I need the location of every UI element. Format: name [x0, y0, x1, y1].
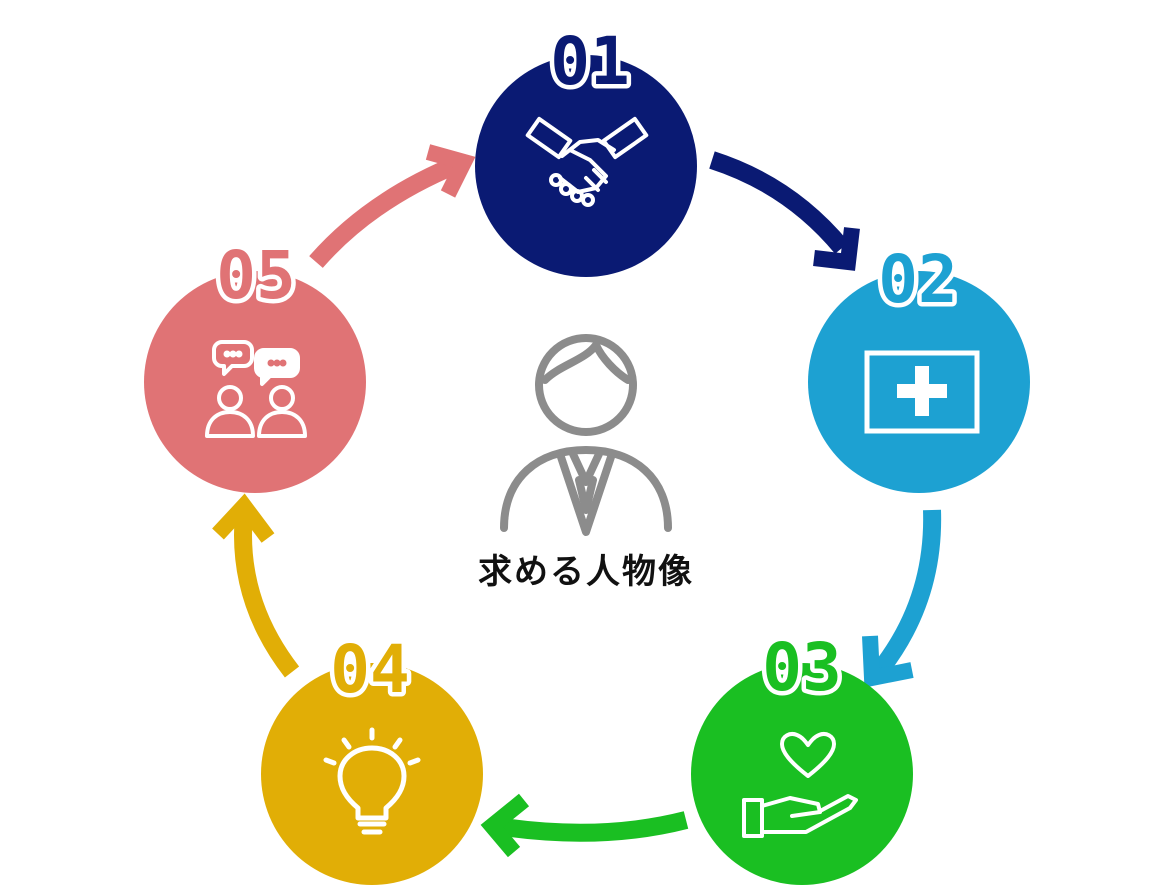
step-02-number: 02: [878, 241, 957, 318]
step-01-number: 01: [550, 23, 629, 100]
center-label: 求める人物像: [478, 552, 694, 592]
arrow-04-to-05: [212, 493, 300, 678]
step-04: 04: [261, 627, 483, 885]
step-05-number: 05: [216, 237, 295, 314]
step-04-circle: [261, 663, 483, 885]
people-chat-icon: [205, 340, 307, 438]
step-01-circle: [475, 55, 697, 277]
arrow-03-to-04: [480, 793, 689, 858]
arrow-01-to-02: [709, 151, 860, 271]
step-02: 02: [808, 237, 1030, 493]
step-01: 01: [475, 19, 697, 277]
handshake-icon: [525, 116, 649, 207]
arrow-02-to-03: [862, 509, 942, 688]
step-03-number: 03: [762, 629, 841, 706]
step-04-number: 04: [330, 631, 409, 708]
businessperson-icon: [500, 334, 672, 536]
arrow-05-to-01: [309, 144, 476, 268]
medical-cross-icon: [864, 350, 980, 434]
step-03-circle: [691, 663, 913, 885]
step-03: 03: [691, 625, 913, 885]
heart-in-hand-icon: [742, 732, 858, 838]
step-05: 05: [144, 233, 366, 493]
lightbulb-icon: [323, 727, 421, 835]
step-05-circle: [144, 271, 366, 493]
